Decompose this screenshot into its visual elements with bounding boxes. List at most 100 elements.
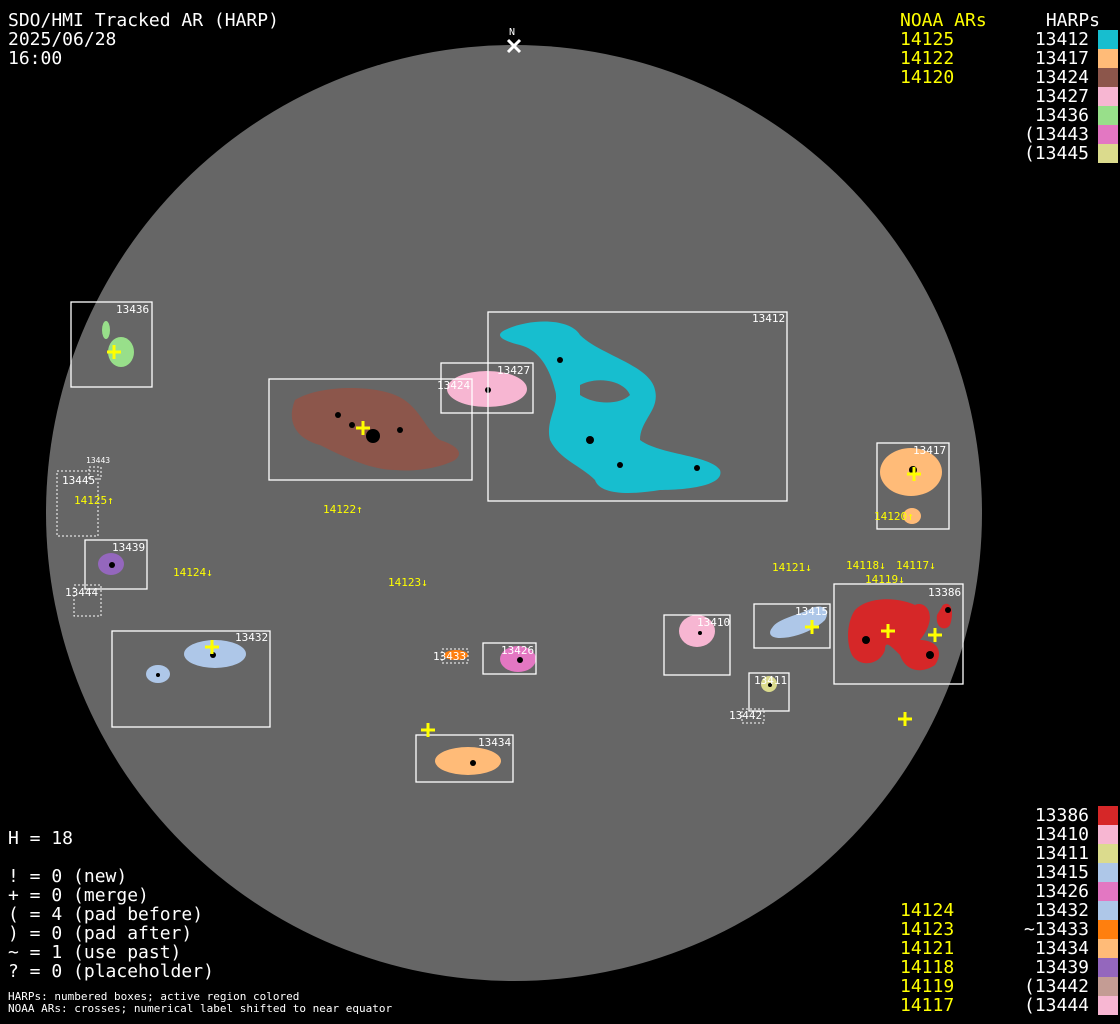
header-title: SDO/HMI Tracked AR (HARP) [8,10,279,31]
noaa-number: 14119 [900,976,955,997]
harp-number: 13424 [1034,67,1089,88]
harp-box-13439 [84,539,148,590]
legend-row: 13426 [890,882,1120,901]
harp-box-13412 [487,311,788,502]
color-swatch [1098,106,1118,125]
cross-icon [928,628,942,642]
color-swatch [1098,901,1118,920]
noaa-label: 14122↑ [323,503,363,516]
north-marker-icon [506,38,522,54]
legend-row: (13445 [890,144,1120,163]
legend-row: 14119 (13442 [890,977,1120,996]
region-13424 [291,388,460,471]
color-swatch [1098,863,1118,882]
color-swatch [1098,144,1118,163]
harp-number: ~13433 [1023,919,1089,940]
harp-label: 13436 [116,303,149,316]
noaa-number: 14118 [900,957,955,978]
harp-box-13417 [876,442,950,530]
region-13415 [770,606,827,638]
legend-row: 13436 [890,106,1120,125]
harp-box-13426 [482,642,537,675]
harp-box-13443 [88,466,102,480]
header-date: 2025/06/28 [8,29,117,50]
region-13410 [679,615,715,647]
harp-box-13433 [441,648,469,664]
legend-row: 13411 [890,844,1120,863]
harp-number: 13417 [1034,48,1089,69]
harp-number: 13432 [1034,900,1089,921]
harp-number: (13443 [1023,124,1089,145]
region-13436b [102,321,110,339]
harp-label: 13445 [62,474,95,487]
harp-number: 13412 [1034,29,1089,50]
noaa-label: 14120↑ [874,510,914,523]
harp-number: (13445 [1023,143,1089,164]
noaa-label: 14119↓ [865,573,905,586]
harp-box-13436 [70,301,153,388]
stat-use-past: ~ = 1 (use past) [8,942,182,963]
harp-label: 13386 [928,586,961,599]
noaa-label: 14121↓ [772,561,812,574]
harp-label: 13415 [795,605,828,618]
harp-box-13442 [741,708,765,724]
noaa-label: 14124↓ [173,566,213,579]
legend-row: 14118 13439 [890,958,1120,977]
harp-header: HARPs [1045,10,1100,31]
harp-label: 13412 [752,312,785,325]
cross-icon [356,421,370,435]
noaa-label: 14117↓ [896,559,936,572]
harp-box-13434 [415,734,514,783]
color-swatch [1098,920,1118,939]
harp-box-13432 [111,630,271,728]
harp-labels: 13436 13412 13427 13424 13417 13445 1344… [62,303,961,749]
solar-disk [46,45,982,981]
harp-box-13411 [748,672,790,712]
harp-number: 13410 [1034,824,1089,845]
legend-row: 13386 [890,806,1120,825]
legend-header: NOAA ARs HARPs [890,11,1120,30]
cross-icon [107,345,121,359]
noaa-number: 14123 [900,919,955,940]
color-swatch [1098,825,1118,844]
noaa-number: 14125 [900,29,955,50]
region-13434 [435,747,501,775]
noaa-number: 14121 [900,938,955,959]
cross-icon [805,620,819,634]
harp-label: 13432 [235,631,268,644]
color-swatch [1098,49,1118,68]
noaa-label: 14123↓ [388,576,428,589]
legend-row: 13427 [890,87,1120,106]
harp-box-13410 [663,614,731,676]
harp-number: (13444 [1023,995,1089,1016]
notes: HARPs: numbered boxes; active region col… [8,991,392,1015]
north-label: N [509,27,515,38]
stat-placeholder: ? = 0 (placeholder) [8,961,214,982]
color-swatch [1098,125,1118,144]
region-13386 [848,599,953,671]
noaa-label: 14118↓ [846,559,886,572]
legend-row: 13410 [890,825,1120,844]
color-swatch [1098,806,1118,825]
harp-label: 13433 [433,650,466,663]
harp-number: 13415 [1034,862,1089,883]
stats-panel: H = 18! = 0 (new)+ = 0 (merge)( = 4 (pad… [8,829,214,981]
legend-row: 14125 13412 [890,30,1120,49]
harp-box-13386 [833,583,964,685]
harp-box-13424 [268,378,473,481]
stat-pad-before: ( = 4 (pad before) [8,904,204,925]
harp-number: 13439 [1034,957,1089,978]
harp-number: (13442 [1023,976,1089,997]
harp-box-13427 [440,362,534,414]
harp-box-13415 [753,603,831,649]
region-13417b [903,508,921,524]
harp-label: 13424 [437,379,470,392]
stat-pad-after: ) = 0 (pad after) [8,923,193,944]
harp-label: 13443 [86,456,110,465]
